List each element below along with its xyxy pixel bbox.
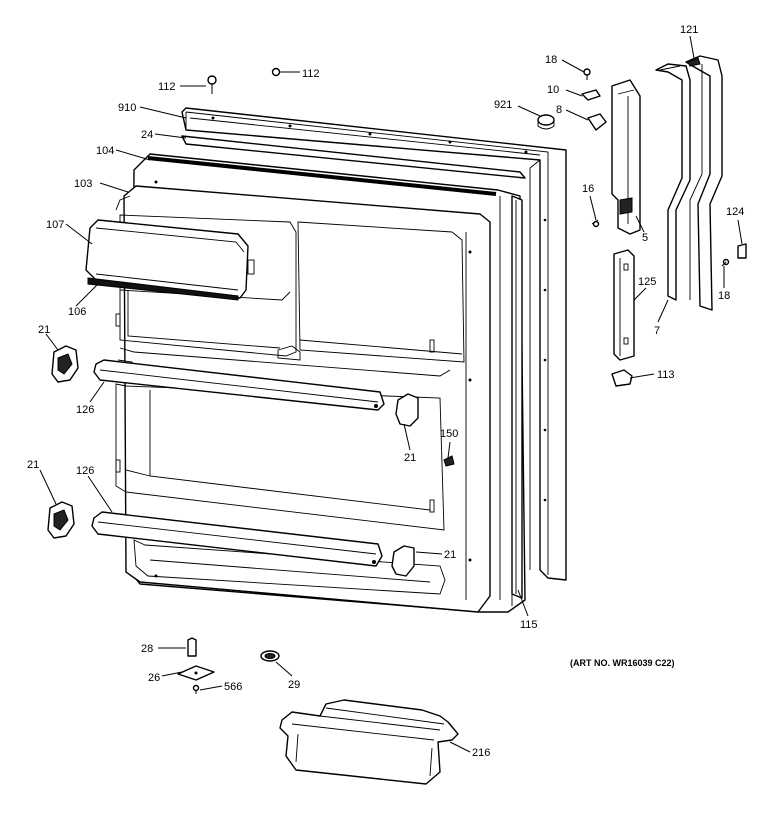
callout-126-lower: 126 <box>76 465 94 477</box>
hinge-shim-10 <box>581 89 601 101</box>
callout-216: 216 <box>472 747 490 759</box>
callout-21-right-upper: 21 <box>404 452 416 464</box>
callout-24: 24 <box>141 129 153 141</box>
door-insulation-strip <box>181 135 526 179</box>
callout-26: 26 <box>148 672 160 684</box>
door-handle-bracket-5 <box>611 79 641 235</box>
trim-124 <box>737 243 747 259</box>
door-shelf-lower <box>91 511 383 567</box>
screw-112-upper <box>207 75 217 94</box>
shelf-end-cap-right-lower <box>391 545 415 577</box>
screw-566 <box>192 684 200 694</box>
callout-124: 124 <box>726 206 744 218</box>
spacer-28 <box>187 637 197 657</box>
dairy-compartment-door <box>85 219 255 299</box>
callout-115: 115 <box>520 619 538 631</box>
callout-7: 7 <box>654 325 660 337</box>
plate-26 <box>177 665 215 681</box>
callout-921: 921 <box>494 99 512 111</box>
callout-18-lower: 18 <box>718 290 730 302</box>
hinge-cap-921 <box>537 114 555 130</box>
callout-121: 121 <box>680 24 698 36</box>
hinge-pin-8 <box>587 113 607 131</box>
shelf-end-cap-left-lower <box>47 501 75 539</box>
callout-566: 566 <box>224 681 242 693</box>
door-handle-7 <box>655 63 691 301</box>
callout-104: 104 <box>96 145 114 157</box>
callout-21-left-upper: 21 <box>38 324 50 336</box>
callout-5: 5 <box>642 232 648 244</box>
callout-107: 107 <box>46 219 64 231</box>
art-number: (ART NO. WR16039 C22) <box>570 658 675 668</box>
callout-125: 125 <box>638 276 656 288</box>
shelf-end-cap-right-upper <box>395 393 419 427</box>
callout-113: 113 <box>657 369 675 381</box>
callout-21-right-lower: 21 <box>444 549 456 561</box>
bottom-door-bin-216 <box>279 699 459 785</box>
screw-18-upper <box>583 68 591 80</box>
shelf-end-cap-left-upper <box>51 345 79 383</box>
leader-lines <box>39 35 743 753</box>
door-gasket-strip <box>511 195 523 599</box>
callout-29: 29 <box>288 679 300 691</box>
callout-112-upper: 112 <box>158 81 176 93</box>
callout-106: 106 <box>68 306 86 318</box>
door-handle-121 <box>685 55 723 311</box>
callout-112-side: 112 <box>302 68 320 80</box>
callout-28: 28 <box>141 643 153 655</box>
screw-112-side <box>271 67 290 77</box>
dairy-door-hinge-bar <box>87 277 239 301</box>
cap-29 <box>260 650 280 662</box>
callout-910: 910 <box>118 102 136 114</box>
handle-mount-125 <box>613 249 635 361</box>
door-shelf-upper <box>93 359 385 411</box>
screw-18-lower <box>721 258 730 267</box>
callout-126-upper: 126 <box>76 404 94 416</box>
callout-8: 8 <box>556 104 562 116</box>
liner-inner-compartments <box>115 180 472 595</box>
callout-16: 16 <box>582 183 594 195</box>
plug-150 <box>443 455 455 467</box>
callout-150: 150 <box>440 428 458 440</box>
callout-18-upper: 18 <box>545 54 557 66</box>
callout-103: 103 <box>74 178 92 190</box>
door-outer-frame <box>181 107 567 581</box>
clip-113 <box>611 369 633 387</box>
callout-21-left-lower: 21 <box>27 459 39 471</box>
screw-16 <box>591 219 600 228</box>
callout-10: 10 <box>547 84 559 96</box>
callout-labels: 112 112 910 24 104 103 107 106 21 126 21… <box>27 24 744 759</box>
